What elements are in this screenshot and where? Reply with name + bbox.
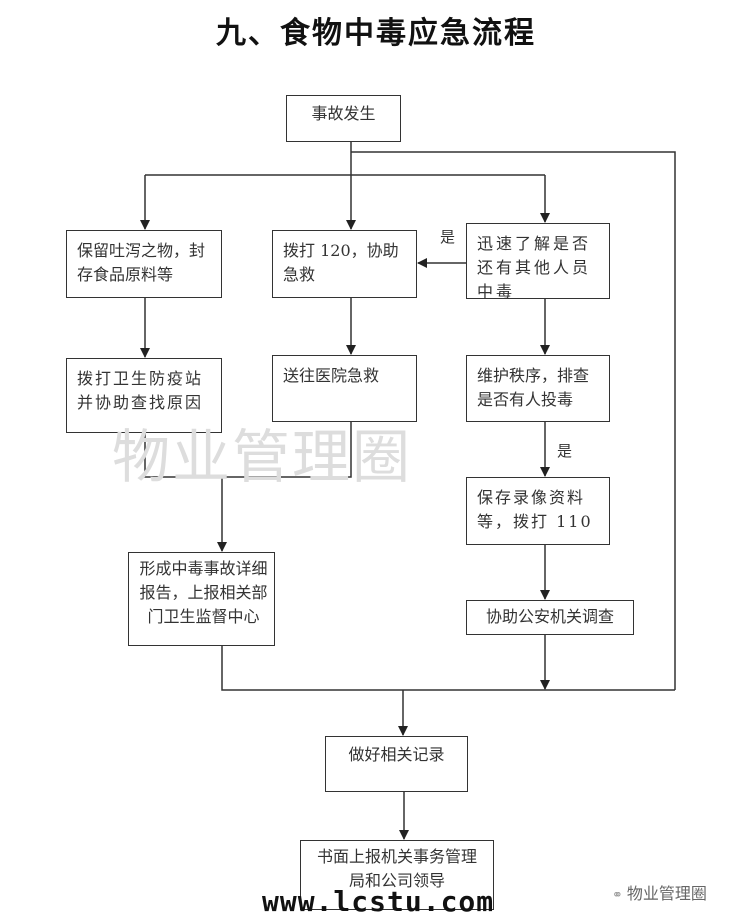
node-record: 做好相关记录	[325, 736, 468, 792]
url-watermark: www.lcstu.com	[262, 885, 495, 918]
edge-label-yes-2: 是	[557, 442, 573, 460]
node-start: 事故发生	[286, 95, 401, 142]
node-start-label: 事故发生	[311, 104, 376, 123]
node-report: 形成中毒事故详细报告，上报相关部门卫生监督中心	[128, 552, 275, 646]
watermark-text: 物业管理圈	[112, 423, 413, 491]
node-record-label: 做好相关记录	[348, 745, 445, 764]
node-call120: 拨打 120，协助急救	[272, 230, 417, 298]
node-written-report: 书面上报机关事务管理局和公司领导	[300, 840, 494, 910]
page-title: 九、食物中毒应急流程	[216, 16, 536, 51]
node-maintain-order: 维护秩序，排查是否有人投毒	[466, 355, 610, 422]
wechat-icon: ⚭	[612, 888, 623, 903]
node-save-video: 保存录像资料等，拨打 110	[466, 477, 610, 545]
node-check-others-label: 迅速了解是否还有其他人员中毒	[477, 234, 592, 301]
node-save-video-label: 保存录像资料等，拨打 110	[477, 488, 593, 531]
node-hospital: 送往医院急救	[272, 355, 417, 422]
node-call120-label: 拨打 120，协助急救	[283, 241, 399, 284]
node-check-others: 迅速了解是否还有其他人员中毒	[466, 223, 610, 301]
node-report-label: 形成中毒事故详细报告，上报相关部门卫生监督中心	[139, 559, 268, 626]
node-call-epidemic: 拨打卫生防疫站并协助查找原因	[66, 358, 222, 433]
connector-bottom-merge	[221, 646, 675, 691]
node-preserve: 保留吐泻之物，封存食品原料等	[66, 230, 222, 298]
node-written-report-label: 书面上报机关事务管理局和公司领导	[316, 847, 477, 890]
node-preserve-label: 保留吐泻之物，封存食品原料等	[77, 241, 206, 284]
connector-start-right-loop	[351, 151, 676, 690]
brand-text: 物业管理圈	[626, 884, 707, 903]
node-assist-police: 协助公安机关调查	[466, 600, 634, 635]
node-assist-police-label: 协助公安机关调查	[485, 607, 614, 626]
node-maintain-order-label: 维护秩序，排查是否有人投毒	[477, 366, 590, 409]
node-call-epidemic-label: 拨打卫生防疫站并协助查找原因	[77, 369, 204, 412]
brand-mark: ⚭物业管理圈	[612, 880, 707, 904]
edge-label-yes-1: 是	[440, 228, 456, 246]
node-hospital-label: 送往医院急救	[283, 366, 380, 385]
connector-epidemic-hospital-merge	[144, 420, 352, 478]
